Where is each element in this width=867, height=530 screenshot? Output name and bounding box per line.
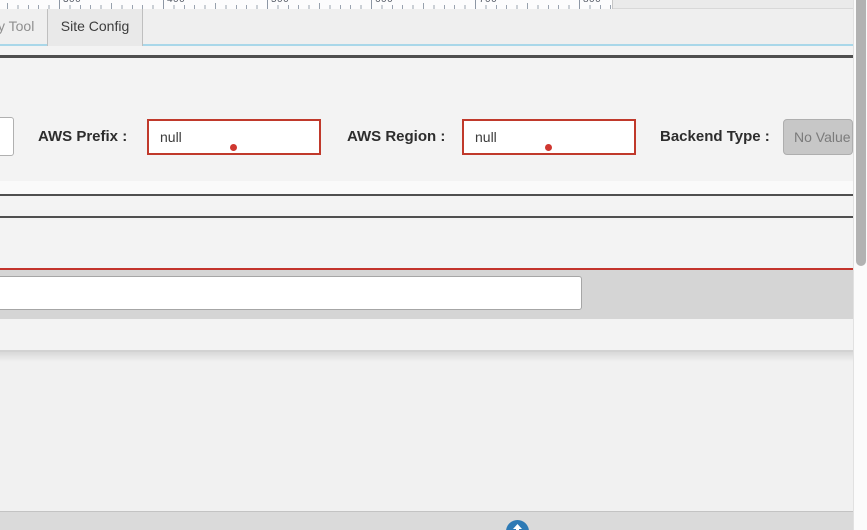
ruler-tick — [267, 0, 268, 9]
footer-action-button[interactable] — [506, 520, 529, 530]
tab-site-config[interactable]: Site Config — [47, 9, 143, 46]
ruler-label: 400 — [167, 0, 185, 5]
panel-shadow — [0, 352, 853, 362]
ruler-midtick — [215, 3, 216, 9]
validation-dot-icon — [230, 144, 237, 151]
aws-region-label: AWS Region : — [347, 128, 446, 145]
ruler-tick — [371, 0, 372, 9]
vertical-scrollbar[interactable] — [853, 0, 867, 530]
ruler-midtick — [527, 3, 528, 9]
lower-panel — [0, 352, 853, 511]
divider — [0, 194, 853, 196]
ruler-tick — [475, 0, 476, 9]
scrollbar-thumb[interactable] — [856, 0, 866, 266]
panel-edge — [0, 350, 853, 352]
tab-underline — [0, 44, 853, 46]
ruler-strip: 300 400 500 600 700 800 — [0, 0, 853, 9]
arrow-up-icon — [513, 524, 522, 530]
input-band — [0, 270, 853, 319]
ruler-label: 500 — [271, 0, 289, 5]
ruler-midtick — [7, 3, 8, 9]
validation-dot-icon — [545, 144, 552, 151]
bottom-wide-input[interactable] — [0, 276, 582, 310]
red-divider — [0, 268, 853, 270]
divider — [0, 55, 853, 58]
horizontal-ruler: 300 400 500 600 700 800 — [0, 0, 613, 9]
ruler-tick — [59, 0, 60, 9]
config-form-row: AWS Prefix : AWS Region : Backend Type :… — [0, 117, 853, 157]
ruler-label: 800 — [583, 0, 601, 5]
backend-type-field[interactable]: No Value — [783, 119, 853, 155]
ruler-midtick — [111, 3, 112, 9]
divider — [0, 216, 853, 218]
ruler-label: 700 — [479, 0, 497, 5]
tab-tool[interactable]: y Tool — [0, 18, 35, 34]
ruler-midtick — [319, 3, 320, 9]
ruler-midtick — [423, 3, 424, 9]
ruler-label: 300 — [63, 0, 81, 5]
ruler-tick — [579, 0, 580, 9]
footer-bar — [0, 511, 853, 530]
section-strip — [0, 181, 853, 194]
ruler-label: 600 — [375, 0, 393, 5]
aws-prefix-label: AWS Prefix : — [38, 128, 128, 145]
backend-type-label: Backend Type : — [660, 128, 770, 145]
left-cropped-input[interactable] — [0, 117, 14, 156]
ruler-tick — [163, 0, 164, 9]
